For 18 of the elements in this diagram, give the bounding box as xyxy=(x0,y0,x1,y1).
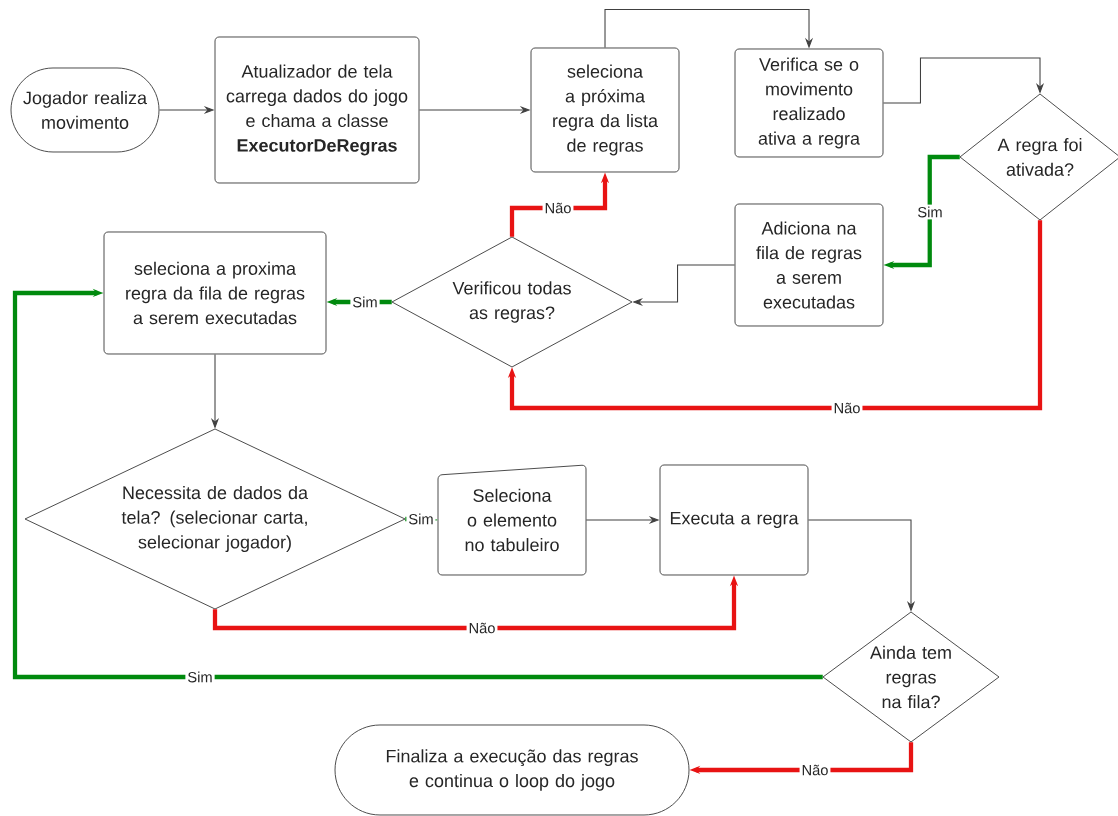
edge-label: Não xyxy=(799,762,831,778)
arrow xyxy=(507,220,1043,411)
edge-label: Sim xyxy=(915,204,945,220)
arrow xyxy=(12,288,823,680)
process-box: Executa a regra xyxy=(659,464,809,576)
process-box: Adiciona na fila de regras a serem executadas xyxy=(734,203,884,327)
edge-label: Sim xyxy=(350,294,380,310)
input-box: Seleciona o elemento no tabuleiro xyxy=(437,464,587,576)
arrow xyxy=(882,57,1045,104)
edge-label: Não xyxy=(466,620,498,636)
edge-label: Sim xyxy=(185,669,215,685)
arrow xyxy=(604,9,814,49)
edge-label: Não xyxy=(831,400,863,416)
process-box: Atualizador de tela carrega dados do jogo e chama a classe ExecutorDeRegras xyxy=(214,36,420,184)
edge-label: Não xyxy=(542,200,574,216)
process-box: Verifica se o movimento realizado ativa a regra xyxy=(734,48,884,158)
process-box: seleciona a próxima regra da lista de regras xyxy=(530,47,680,173)
process-box: seleciona a proxima regra da fila de regras a serem executadas xyxy=(103,231,327,355)
